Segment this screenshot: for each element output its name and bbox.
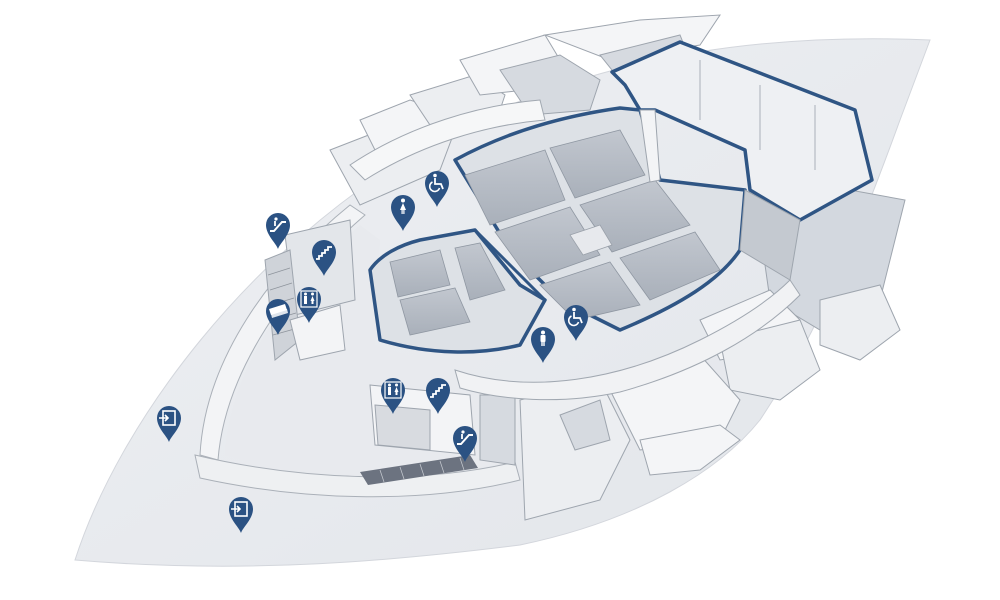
main-stage bbox=[569, 224, 613, 256]
restroom-icon bbox=[381, 378, 405, 414]
lobby-room[interactable] bbox=[610, 40, 874, 222]
exit-pin-west[interactable] bbox=[154, 403, 184, 443]
wheelchair-icon bbox=[564, 305, 588, 341]
male-restroom-pin[interactable] bbox=[528, 324, 558, 364]
side-seating bbox=[389, 242, 506, 336]
escalator-pin-north[interactable] bbox=[263, 210, 293, 250]
escalator-icon bbox=[266, 213, 290, 249]
lobby-room-detail bbox=[699, 60, 816, 170]
escalator-pin-south[interactable] bbox=[450, 423, 480, 463]
stairs-icon bbox=[312, 240, 336, 276]
exit-pin-south[interactable] bbox=[226, 494, 256, 534]
stairs-icon bbox=[426, 378, 450, 414]
escalator-icon bbox=[453, 426, 477, 462]
escalator-south-graphic bbox=[360, 455, 478, 485]
stairs-pin-south[interactable] bbox=[423, 375, 453, 415]
restroom-pin-south[interactable] bbox=[378, 375, 408, 415]
exit-icon bbox=[157, 406, 181, 442]
main-seating bbox=[464, 129, 721, 321]
exit-icon bbox=[229, 497, 253, 533]
restroom-icon bbox=[297, 287, 321, 323]
outer-wall-south bbox=[194, 454, 521, 498]
female-restroom-pin[interactable] bbox=[388, 192, 418, 232]
accessible-pin-north[interactable] bbox=[422, 168, 452, 208]
foyer-ring-wall bbox=[349, 99, 546, 181]
foyer-curved-wall-south bbox=[454, 279, 801, 401]
female-icon bbox=[391, 195, 415, 231]
restroom-pin-north[interactable] bbox=[294, 284, 324, 324]
ticket-icon bbox=[266, 299, 290, 335]
wheelchair-icon bbox=[425, 171, 449, 207]
stairs-pin-north[interactable] bbox=[309, 237, 339, 277]
auditorium-divider bbox=[473, 228, 547, 302]
east-shadow bbox=[739, 189, 801, 281]
outer-wall-west bbox=[199, 204, 366, 461]
ticket-pin[interactable] bbox=[263, 296, 293, 336]
lobby-entrance-wall bbox=[639, 109, 661, 183]
male-icon bbox=[531, 327, 555, 363]
accessible-pin-south[interactable] bbox=[561, 302, 591, 342]
